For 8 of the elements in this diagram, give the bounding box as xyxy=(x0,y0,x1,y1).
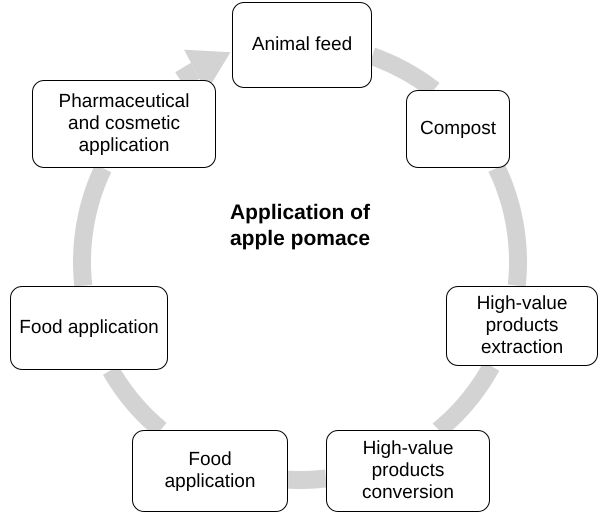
rounded-box: Pharmaceutical and cosmetic application xyxy=(32,80,216,168)
rounded-box: Animal feed xyxy=(232,2,372,88)
title: Application of apple pomace xyxy=(228,200,372,252)
rounded-box: Food application xyxy=(132,430,288,512)
rounded-box: High-value products conversion xyxy=(326,430,490,512)
rounded-box: Food application xyxy=(10,286,168,370)
rounded-box: High-value products extraction xyxy=(446,286,598,366)
rounded-box: Compost xyxy=(406,90,510,168)
